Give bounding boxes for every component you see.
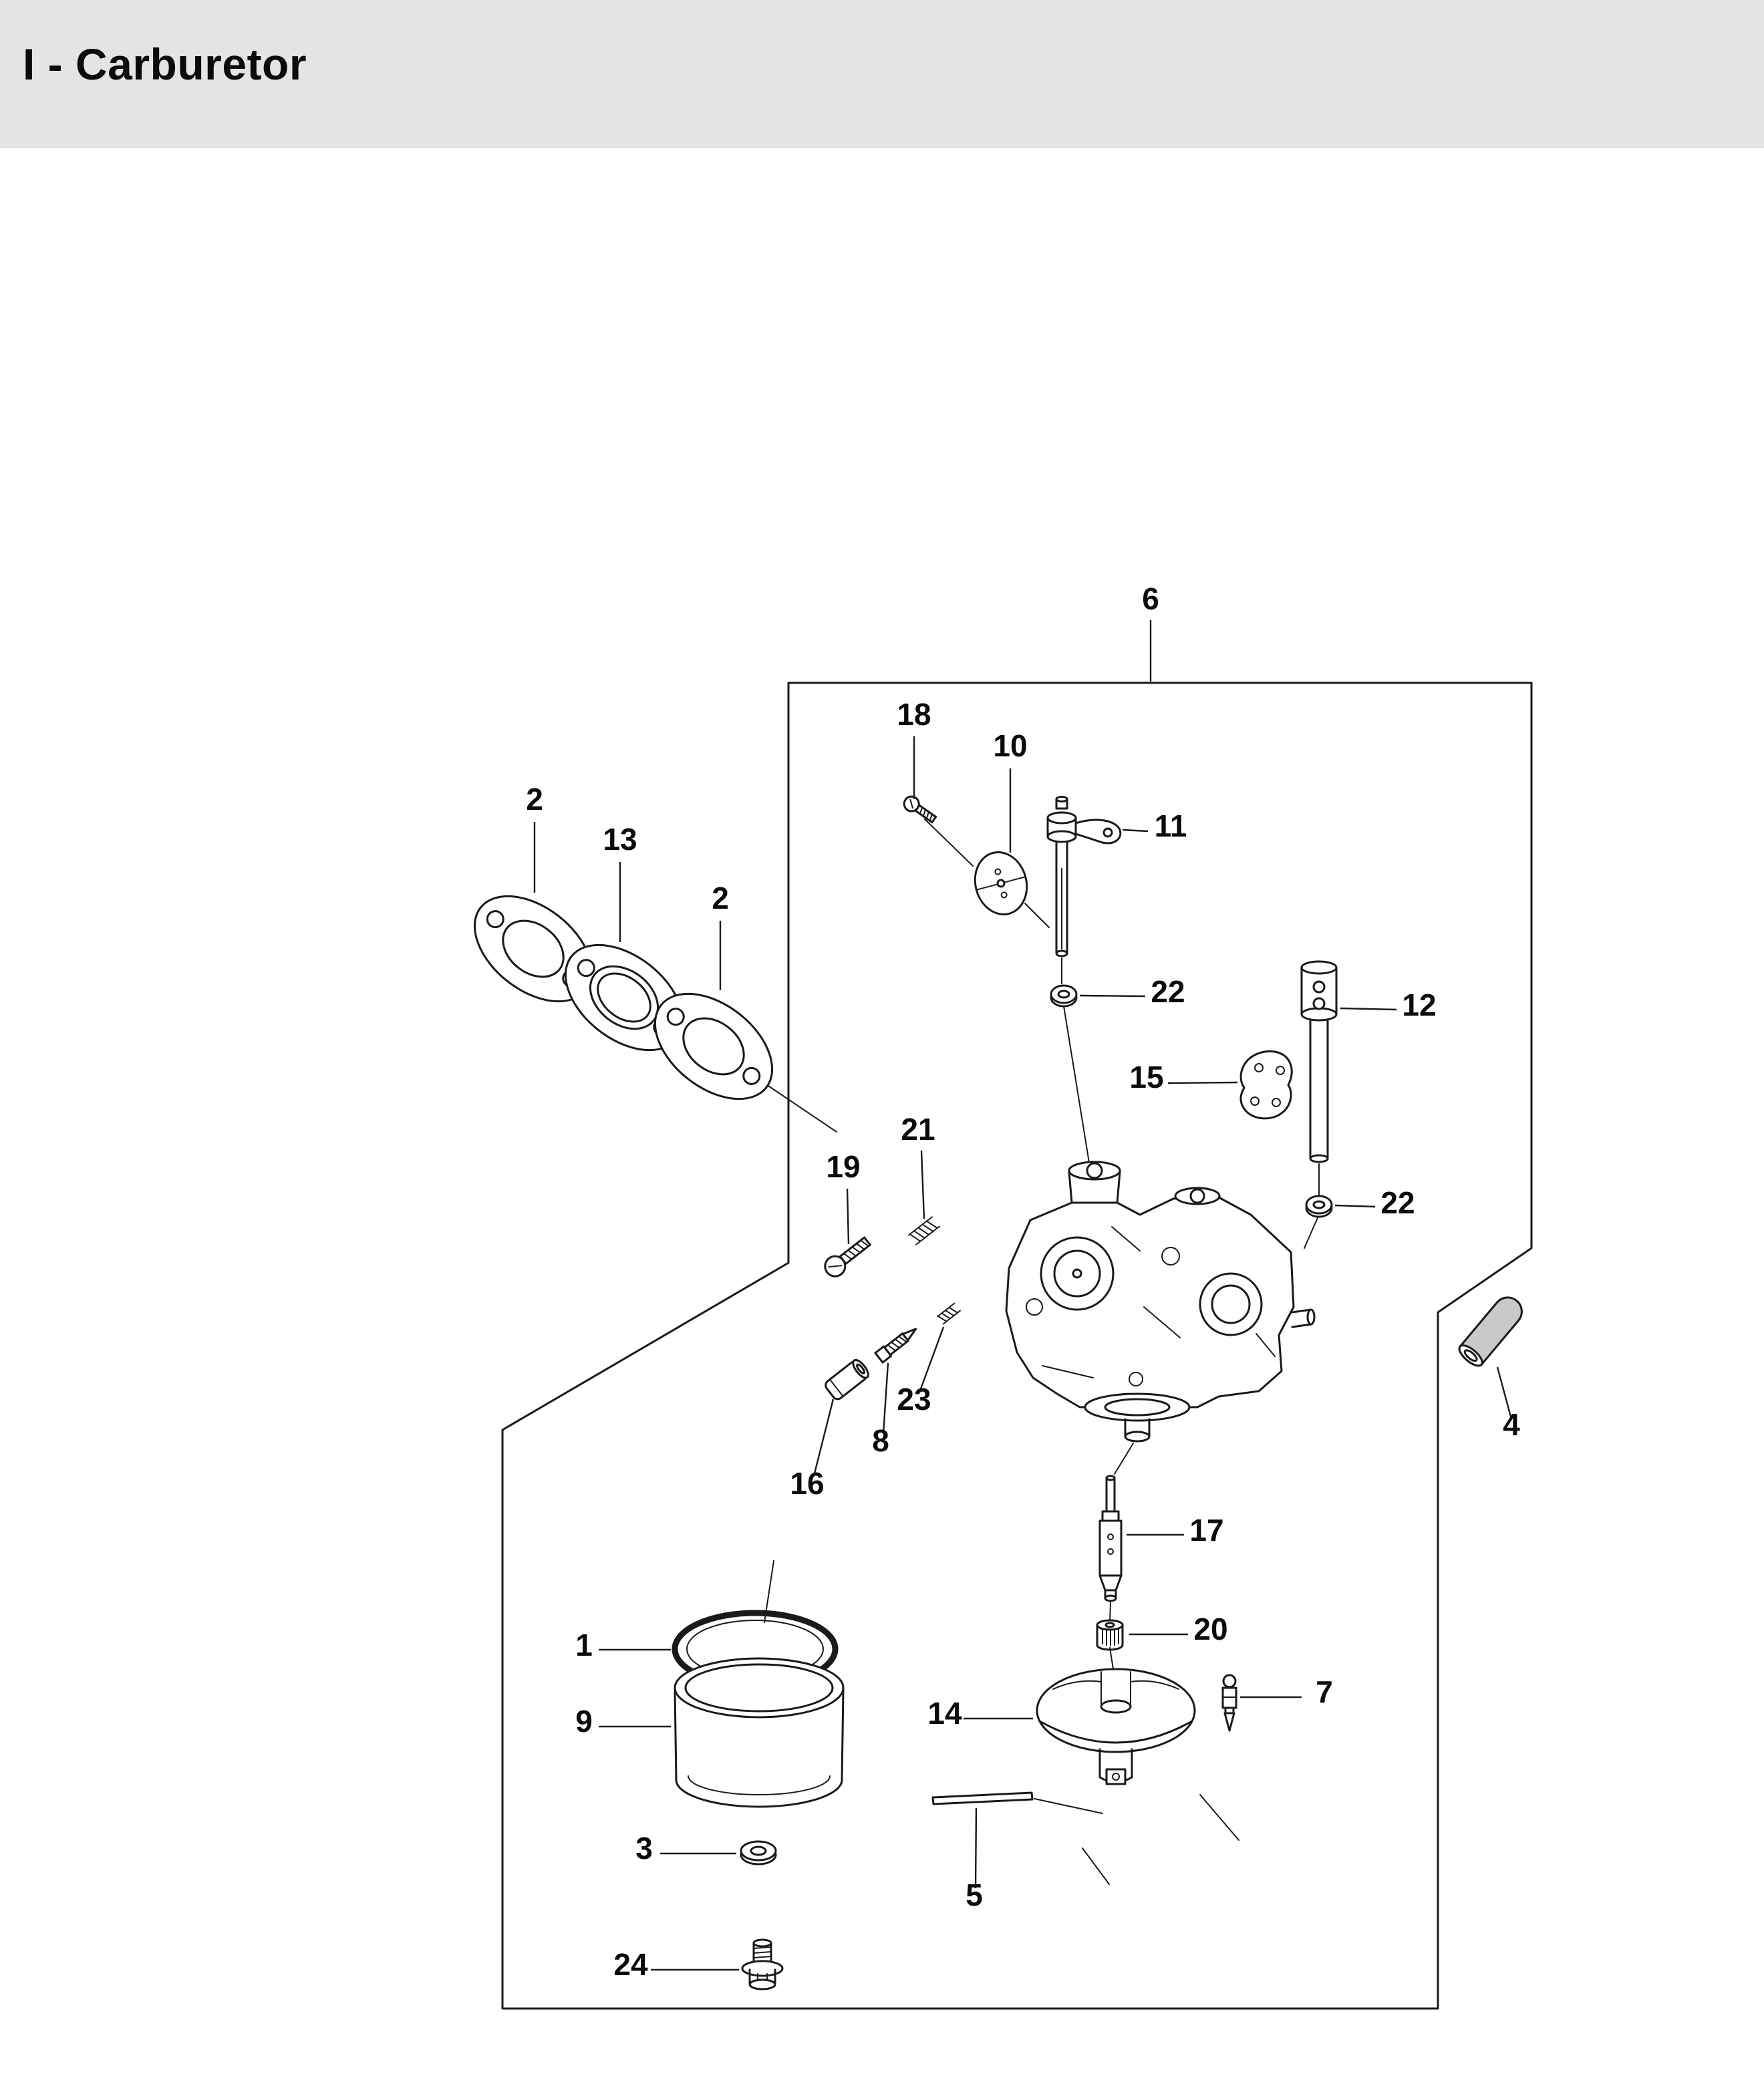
leader-line-11-3 bbox=[1122, 829, 1149, 833]
callout-label-1-18: 1 bbox=[575, 1628, 593, 1662]
part-20-main-jet bbox=[1096, 1619, 1124, 1651]
callout-label-8-14: 8 bbox=[872, 1423, 889, 1458]
callout-label-7-22: 7 bbox=[1316, 1674, 1333, 1709]
callout-label-14-21: 14 bbox=[927, 1696, 962, 1731]
callout-label-17-17: 17 bbox=[1189, 1513, 1223, 1547]
part-8-mixture-needle bbox=[874, 1328, 917, 1364]
callout-label-2-6: 2 bbox=[712, 881, 729, 915]
leader-line-16-15 bbox=[813, 1398, 835, 1477]
callout-label-15-9: 15 bbox=[1129, 1060, 1163, 1094]
part-carburetor-body bbox=[1005, 1161, 1316, 1443]
part-22-washer-throttle bbox=[1050, 984, 1078, 1008]
part-7-inlet-needle-valve bbox=[1221, 1674, 1237, 1732]
callout-label-5-24: 5 bbox=[966, 1878, 983, 1912]
callout-label-13-5: 13 bbox=[603, 822, 637, 857]
callout-label-2-4: 2 bbox=[526, 782, 543, 817]
part-13-insulator-spacer bbox=[564, 943, 684, 1052]
part-12-choke-shaft bbox=[1300, 960, 1338, 1163]
callout-label-18-1: 18 bbox=[897, 697, 931, 732]
part-17-main-nozzle bbox=[1098, 1475, 1123, 1602]
leader-line-15-9 bbox=[1167, 1081, 1238, 1084]
part-14-float bbox=[1036, 1668, 1196, 1785]
callout-label-12-8: 12 bbox=[1402, 988, 1436, 1022]
part-5-float-pin bbox=[931, 1791, 1034, 1805]
part-6-assembly-boundary bbox=[501, 682, 1533, 2010]
part-2-gasket-lower bbox=[653, 992, 774, 1100]
page-header: I - Carburetor bbox=[0, 0, 1764, 148]
callout-label-19-12: 19 bbox=[826, 1149, 860, 1184]
part-9-float-bowl bbox=[674, 1657, 845, 1808]
page-title: I - Carburetor bbox=[23, 39, 307, 89]
leader-line-21-11 bbox=[920, 1150, 925, 1219]
part-16-limiter-cap bbox=[825, 1358, 869, 1400]
callout-label-22-7: 22 bbox=[1151, 974, 1185, 1009]
part-11-throttle-shaft bbox=[1046, 796, 1122, 957]
callout-label-4-16: 4 bbox=[1503, 1407, 1520, 1442]
leader-line-23-13 bbox=[918, 1326, 945, 1393]
part-4-fuel-tube bbox=[1458, 1296, 1523, 1367]
part-19-idle-speed-screw bbox=[824, 1236, 871, 1278]
part-15-choke-plate bbox=[1239, 1050, 1293, 1120]
callout-label-3-23: 3 bbox=[635, 1831, 653, 1866]
callout-label-24-25: 24 bbox=[613, 1947, 648, 1982]
part-24-bowl-bolt bbox=[741, 1938, 784, 1990]
leader-line-19-12 bbox=[846, 1188, 850, 1245]
callout-label-23-13: 23 bbox=[897, 1382, 931, 1417]
leader-line-22-10 bbox=[1334, 1204, 1376, 1208]
callout-label-9-20: 9 bbox=[575, 1704, 593, 1739]
callout-label-10-2: 10 bbox=[993, 728, 1027, 763]
leader-line-12-8 bbox=[1340, 1007, 1397, 1011]
part-21-idle-screw-spring bbox=[908, 1216, 940, 1245]
callout-label-21-11: 21 bbox=[901, 1112, 935, 1147]
callout-label-16-15: 16 bbox=[790, 1466, 824, 1501]
part-3-sealing-washer bbox=[740, 1840, 777, 1866]
callout-label-22-10: 22 bbox=[1380, 1185, 1415, 1220]
assembly-lines bbox=[721, 819, 1320, 1885]
callout-label-6-0: 6 bbox=[1142, 581, 1159, 616]
callout-label-20-19: 20 bbox=[1193, 1612, 1227, 1646]
part-23-mixture-screw-spring bbox=[937, 1302, 961, 1325]
part-10-throttle-plate bbox=[974, 851, 1028, 915]
leader-line-8-14 bbox=[882, 1362, 889, 1435]
part-22-washer-choke bbox=[1305, 1195, 1333, 1218]
part-18-throttle-plate-screw bbox=[903, 795, 937, 824]
callout-label-11-3: 11 bbox=[1155, 808, 1187, 843]
leader-line-4-16 bbox=[1496, 1366, 1513, 1420]
